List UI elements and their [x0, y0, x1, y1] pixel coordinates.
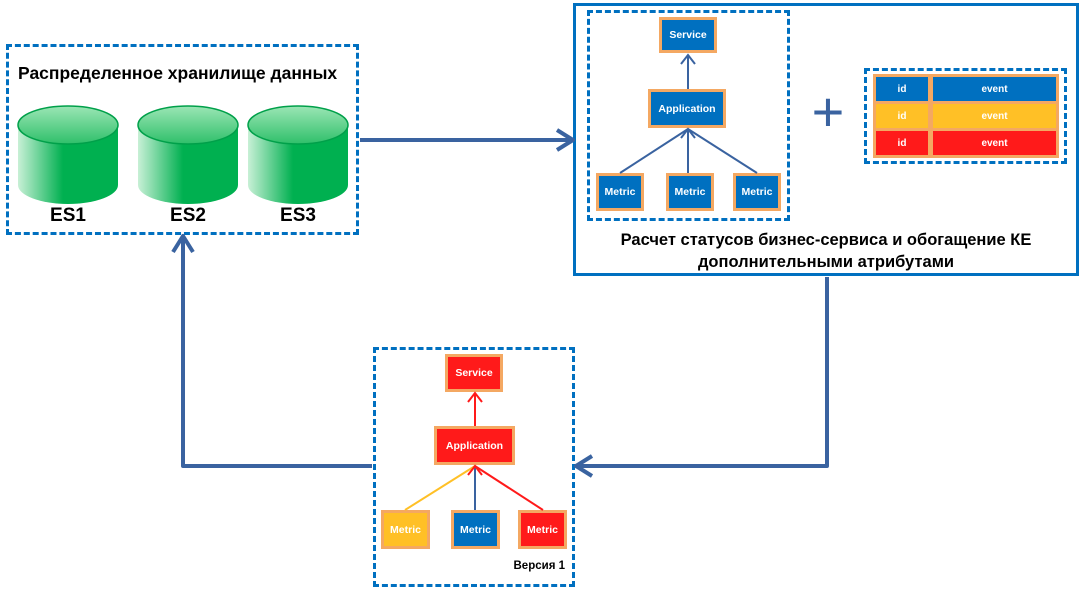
events-row: id event: [876, 77, 1056, 101]
storage-frame: [6, 44, 359, 235]
version-application-node[interactable]: Application: [434, 426, 515, 465]
flow-arrowhead-version: [574, 454, 594, 478]
flow-arrow-version-to-storage: [181, 236, 372, 468]
es2-label: ES2: [170, 205, 206, 226]
version-metric-node-3[interactable]: Metric: [518, 510, 567, 549]
metric-node-2[interactable]: Metric: [666, 173, 714, 211]
event-id-cell: id: [876, 131, 928, 155]
event-cell: event: [933, 104, 1056, 128]
service-node[interactable]: Service: [659, 17, 717, 53]
version-service-node[interactable]: Service: [445, 354, 503, 392]
flow-arrow-processing-to-version: [576, 277, 829, 468]
event-id-cell: id: [876, 77, 928, 101]
plus-symbol: +: [811, 80, 845, 143]
processing-caption-line1: Расчет статусов бизнес-сервиса и обогаще…: [620, 231, 1032, 249]
version-frame: [373, 347, 575, 587]
events-table-frame: [864, 68, 1067, 164]
processing-tree-frame: [587, 10, 790, 221]
events-row: id event: [876, 104, 1056, 128]
version-metric-node-1[interactable]: Metric: [381, 510, 430, 549]
application-node[interactable]: Application: [648, 89, 726, 128]
es1-label: ES1: [50, 205, 86, 226]
event-id-cell: id: [876, 104, 928, 128]
event-cell: event: [933, 77, 1056, 101]
processing-caption-line2: дополнительными атрибутами: [697, 253, 955, 271]
flow-arrowhead-processing: [555, 128, 575, 152]
version-label: Версия 1: [513, 560, 566, 572]
events-table: id event id event id event: [873, 74, 1059, 158]
metric-node-3[interactable]: Metric: [733, 173, 781, 211]
version-metric-node-2[interactable]: Metric: [451, 510, 500, 549]
flow-arrowhead-storage: [171, 234, 195, 254]
event-cell: event: [933, 131, 1056, 155]
metric-node-1[interactable]: Metric: [596, 173, 644, 211]
storage-title: Распределенное хранилище данных: [18, 63, 338, 83]
events-row: id event: [876, 131, 1056, 155]
es3-label: ES3: [280, 205, 316, 226]
